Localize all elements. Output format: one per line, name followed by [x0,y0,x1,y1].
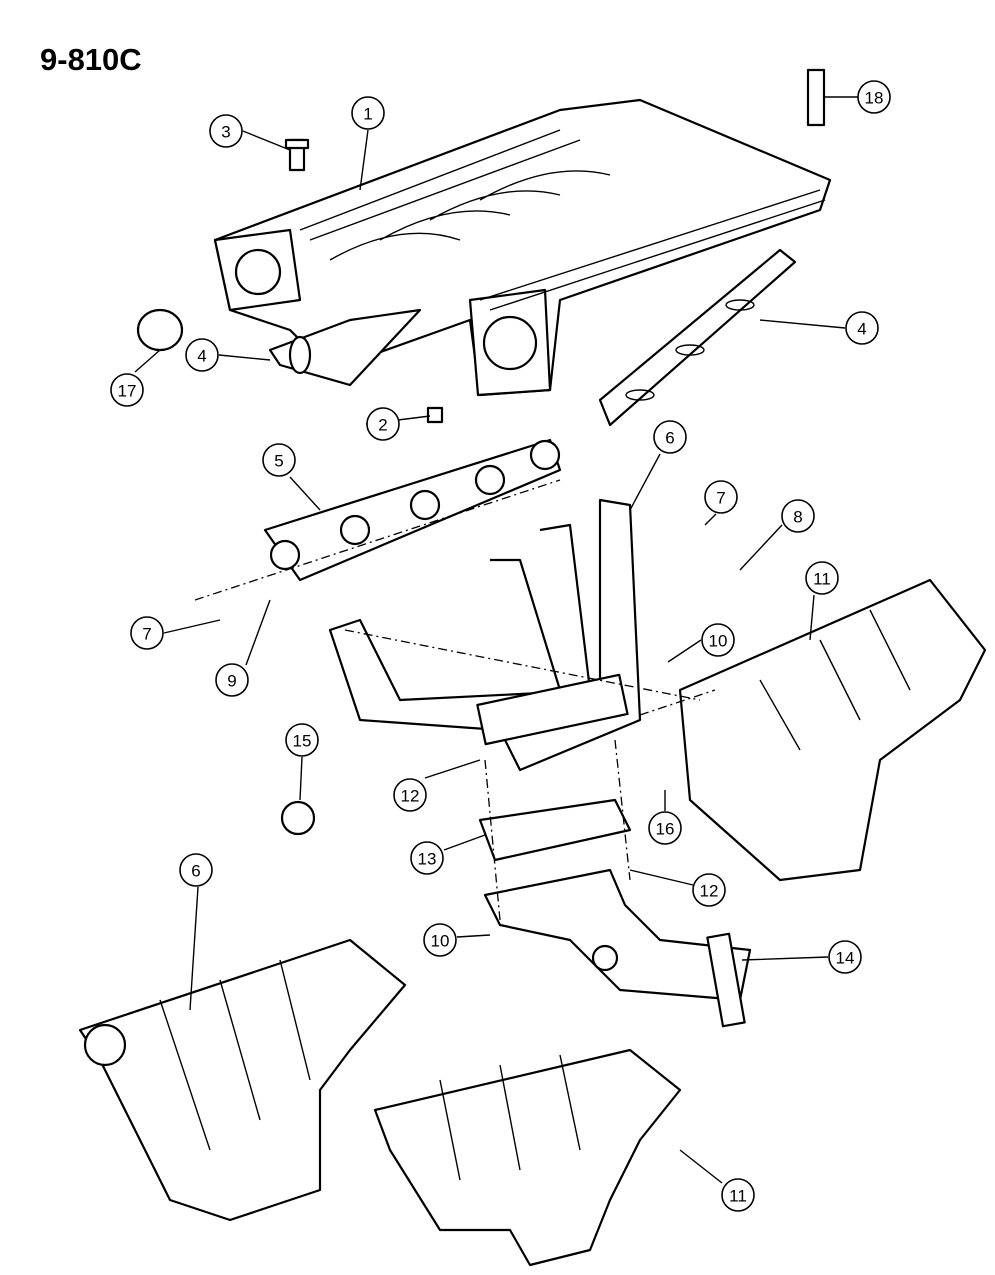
callout-circle [692,873,726,907]
callout-circle [209,114,243,148]
stud-18 [806,68,826,127]
callout-number: 18 [865,89,884,108]
callout-14: 14 [828,940,862,974]
callout-12: 12 [692,873,726,907]
plug-17 [136,308,184,352]
callout-2: 2 [366,407,400,441]
callout-circle [110,373,144,407]
callout-circle [262,443,296,477]
callout-number: 4 [857,320,866,339]
callout-18: 18 [857,80,891,114]
gasket-upper-right [598,248,797,427]
callout-circle [410,841,444,875]
callout-10: 10 [423,923,457,957]
callout-number: 5 [274,452,283,471]
callout-number: 9 [227,672,236,691]
callout-number: 11 [729,1187,747,1206]
callout-16: 16 [648,811,682,845]
callout-number: 2 [378,416,387,435]
callout-circle [130,616,164,650]
callout-circle [704,480,738,514]
callout-circle [805,561,839,595]
callout-7: 7 [130,616,164,650]
callout-12: 12 [393,778,427,812]
callout-circle [648,811,682,845]
callout-6: 6 [179,853,213,887]
callout-number: 10 [431,932,450,951]
callout-circle [185,338,219,372]
leader-lines [134,96,858,1184]
gasket-upper-left [268,308,422,387]
callout-number: 1 [363,105,372,124]
callout-11: 11 [721,1178,755,1212]
bolt-3 [284,138,310,172]
callout-number: 6 [665,429,674,448]
callout-circle [179,853,213,887]
callout-11: 11 [805,561,839,595]
callout-15: 15 [285,723,319,757]
callout-circle [423,923,457,957]
callout-circle [828,940,862,974]
callout-circle [721,1178,755,1212]
exhaust-manifold-right [328,498,642,772]
callout-number: 14 [836,949,855,968]
exhaust-manifold-lower-left [78,938,407,1222]
callout-circle [351,96,385,130]
clamp-15 [280,800,316,836]
callout-number: 13 [418,850,437,869]
callout-circle [653,420,687,454]
exhaust-gasket [263,438,562,582]
exhaust-manifold-lower-right [373,1048,682,1267]
callout-number: 10 [709,632,728,651]
callout-number: 7 [142,625,151,644]
callout-3: 3 [209,114,243,148]
callout-circle [215,663,249,697]
callout-1: 1 [351,96,385,130]
callout-10: 10 [701,623,735,657]
callout-circle [857,80,891,114]
nut-2 [426,406,444,424]
callout-4: 4 [185,338,219,372]
callout-number: 4 [197,347,206,366]
callout-8: 8 [781,499,815,533]
callout-circle [285,723,319,757]
callout-number: 12 [401,787,420,806]
callout-number: 17 [118,382,137,401]
callout-number: 12 [700,882,719,901]
crossover-pipe [483,868,752,1028]
callout-number: 15 [293,732,312,751]
callout-number: 11 [813,570,831,589]
callout-circle [366,407,400,441]
callout-7: 7 [704,480,738,514]
callout-6: 6 [653,420,687,454]
callout-number: 3 [221,123,230,142]
callout-17: 17 [110,373,144,407]
callout-circle [393,778,427,812]
callout-4: 4 [845,311,879,345]
callout-circle [845,311,879,345]
callout-5: 5 [262,443,296,477]
diagram-title: 9-810C [40,42,142,77]
callout-circle [781,499,815,533]
callout-number: 16 [656,820,675,839]
callout-number: 6 [191,862,200,881]
callout-9: 9 [215,663,249,697]
callout-circle [701,623,735,657]
callout-number: 7 [716,489,725,508]
exhaust-manifold-left-top [678,578,987,882]
gasket-13 [478,798,632,862]
callout-number: 8 [793,508,802,527]
callout-13: 13 [410,841,444,875]
